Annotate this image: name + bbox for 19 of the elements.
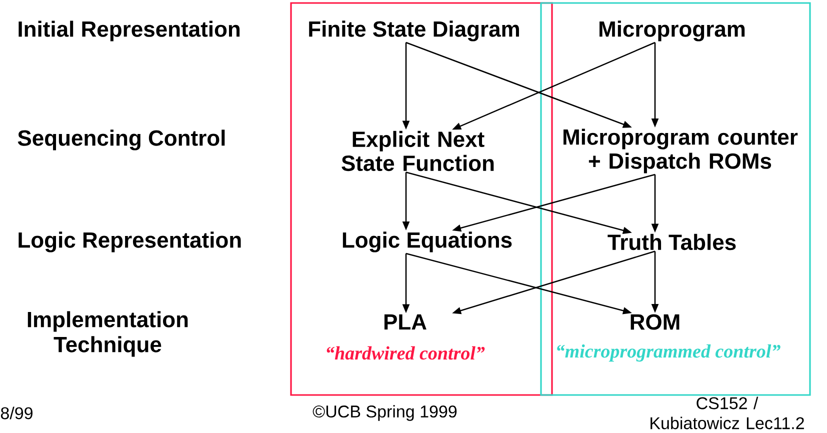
- stage-label: ROM: [630, 314, 680, 330]
- node-label: “microprogrammed control”: [557, 344, 780, 362]
- stage-label: Logic Equations: [342, 232, 512, 252]
- row-heading: Implementation Technique: [28, 311, 188, 357]
- stage-label: PLA: [384, 314, 426, 330]
- row-heading: Sequencing Control: [18, 130, 225, 150]
- footer-text: CS152 / Kubiatowicz Lec11.2: [650, 396, 804, 430]
- stage-label: Microprogram counter + Dispatch ROMs: [564, 128, 798, 174]
- stage-label: Explicit Next State Function: [342, 130, 494, 172]
- stage-label: Finite State Diagram: [309, 20, 519, 42]
- row-heading: Logic Representation: [18, 232, 241, 252]
- stage-label: Microprogram: [600, 20, 745, 42]
- stage-label: Truth Tables: [608, 234, 736, 250]
- footer-text: 8/99: [0, 406, 32, 420]
- column-frame: [540, 2, 811, 396]
- row-heading: Initial Representation: [18, 20, 240, 42]
- node-label: “hardwired control”: [326, 346, 485, 360]
- column-frame: [290, 2, 553, 396]
- footer-text: ©UCB Spring 1999: [312, 405, 457, 421]
